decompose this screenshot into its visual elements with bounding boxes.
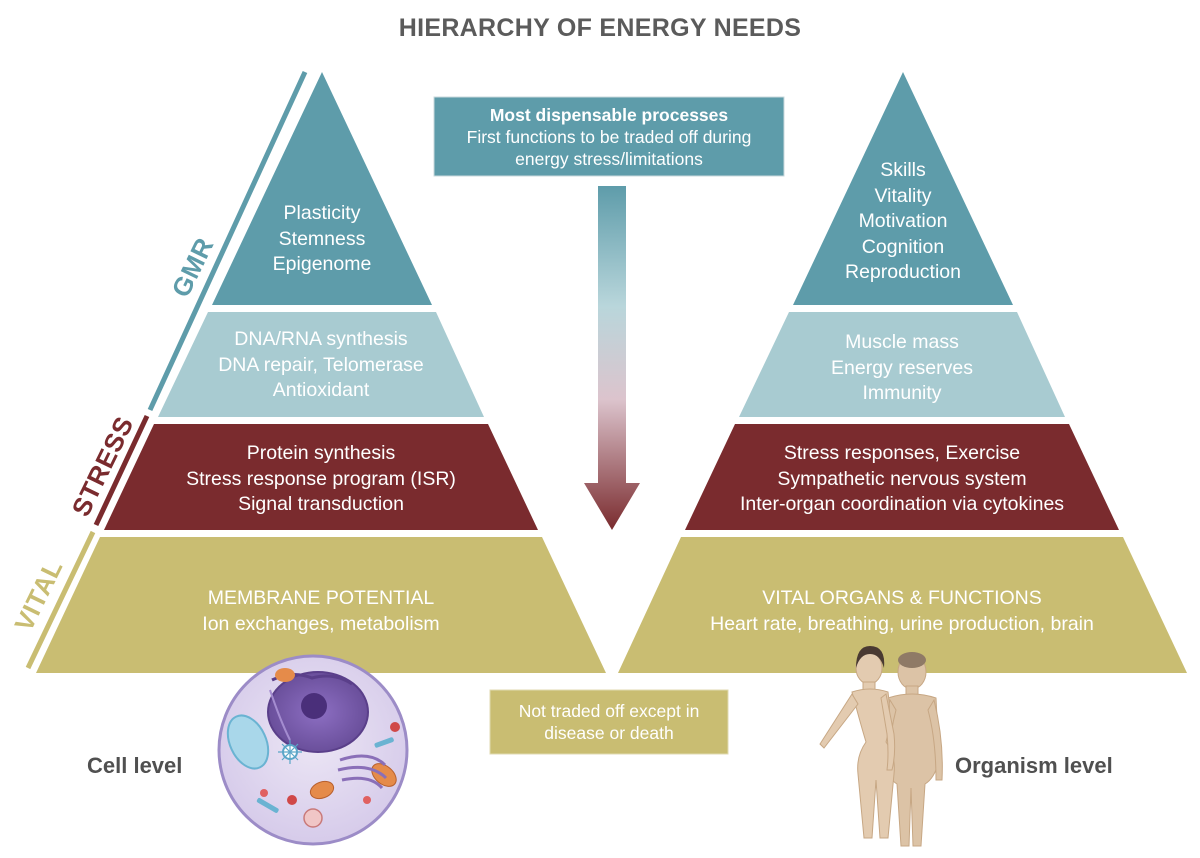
cell-tier2-shape <box>158 312 484 417</box>
cell-tier1-line: Stemness <box>278 227 366 250</box>
cell-tier3-line: Protein synthesis <box>246 442 396 464</box>
cell-tier1-shape <box>212 72 432 305</box>
organism-tier2-shape <box>739 312 1065 417</box>
cell-illustration <box>217 654 409 846</box>
bottom-box-shape <box>489 689 729 755</box>
organism-tier1-line: Motivation <box>858 210 948 232</box>
bottom-box-line: disease or death <box>544 723 674 743</box>
cell-tier4-line: MEMBRANE POTENTIAL <box>207 587 435 609</box>
cell-tier1-line: Epigenome <box>272 253 372 275</box>
organism-tier3-line: Sympathetic nervous system <box>777 467 1027 490</box>
cell-tier4-line: Ion exchanges, metabolism <box>202 612 440 635</box>
cell-tier2-line: DNA/RNA synthesis <box>234 328 408 350</box>
organism-tier4-line: VITAL ORGANS & FUNCTIONS <box>762 587 1042 609</box>
top-box-shape <box>433 96 785 177</box>
organism-tier2-line: Energy reserves <box>831 356 973 379</box>
cell-tier4-text: MEMBRANE POTENTIAL Ion exchanges, metabo… <box>111 586 531 637</box>
vital-band-line <box>25 530 96 670</box>
diagram-title: HIERARCHY OF ENERGY NEEDS <box>398 14 802 42</box>
energy-gradient-arrow <box>584 186 640 530</box>
stress-band-line <box>93 414 150 527</box>
cell-tier3-line: Signal transduction <box>238 493 404 515</box>
organism-tier2-line: Immunity <box>862 382 942 404</box>
top-box-line: First functions to be traded off during <box>466 127 752 147</box>
organism-level-label: Organism level <box>955 753 1113 778</box>
organism-tier3-line: Stress responses, Exercise <box>783 442 1021 464</box>
organism-tier1-line: Reproduction <box>845 261 961 283</box>
cell-tier2-line: Antioxidant <box>272 379 370 401</box>
top-box: Most dispensable processes First functio… <box>434 104 784 170</box>
organism-tier1-shape <box>793 72 1013 305</box>
cell-tier1-text: Plasticity Stemness Epigenome <box>232 201 412 278</box>
organism-tier4-line: Heart rate, breathing, urine production,… <box>710 612 1094 635</box>
cell-tier4-shape <box>36 537 606 673</box>
bottom-box: Not traded off except in disease or deat… <box>490 700 728 744</box>
organism-tier4-shape <box>618 537 1187 673</box>
cell-tier1-line: Plasticity <box>283 202 361 224</box>
cell-tier2-line: DNA repair, Telomerase <box>218 353 424 376</box>
cell-tier3-shape <box>104 424 538 530</box>
bottom-box-line: Not traded off except in <box>518 701 700 721</box>
organism-tier4-text: VITAL ORGANS & FUNCTIONS Heart rate, bre… <box>642 586 1162 637</box>
gmr-band-line <box>147 70 308 412</box>
organism-tier2-line: Muscle mass <box>845 331 959 353</box>
organism-tier1-line: Cognition <box>861 235 945 258</box>
organism-tier3-text: Stress responses, Exercise Sympathetic n… <box>692 441 1112 518</box>
organism-tier2-text: Muscle mass Energy reserves Immunity <box>762 330 1042 407</box>
cell-tier3-text: Protein synthesis Stress response progra… <box>131 441 511 518</box>
top-box-heading: Most dispensable processes <box>489 105 729 125</box>
cell-level-label: Cell level <box>87 753 183 778</box>
organism-tier3-line: Inter-organ coordination via cytokines <box>739 493 1065 515</box>
cell-tier2-text: DNA/RNA synthesis DNA repair, Telomerase… <box>181 327 461 404</box>
organism-tier1-line: Vitality <box>874 184 932 207</box>
cell-tier3-line: Stress response program (ISR) <box>186 467 456 490</box>
organism-tier3-shape <box>685 424 1119 530</box>
organism-tier1-line: Skills <box>880 159 926 181</box>
top-box-line: energy stress/limitations <box>515 149 703 169</box>
human-figures-illustration <box>819 646 943 847</box>
organism-tier1-text: Skills Vitality Motivation Cognition Rep… <box>813 158 993 286</box>
